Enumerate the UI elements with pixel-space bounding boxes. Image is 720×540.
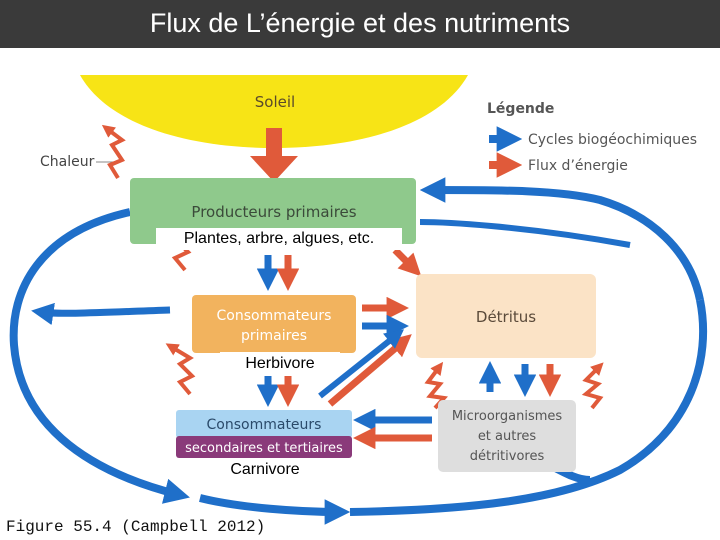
legend-title: Légende (487, 101, 554, 117)
primary-to-secondary-arrows (256, 372, 300, 407)
primary-consumers-box (192, 295, 356, 353)
primary-to-detritus-arrows (362, 296, 409, 338)
microorganisms-label-1: Microorganismes (452, 409, 563, 424)
detritus-label: Détritus (476, 308, 536, 326)
micro-to-secondary-arrows (353, 408, 432, 450)
detritus-box (416, 274, 596, 358)
legend-cycles-label: Cycles biogéochimiques (528, 132, 697, 148)
sun-label: Soleil (255, 93, 295, 111)
microorganisms-label-2: et autres (478, 429, 537, 444)
producers-label: Producteurs primaires (191, 203, 356, 221)
producers-box (130, 178, 416, 244)
title-bar (0, 0, 720, 48)
heat-label: Chaleur (40, 154, 95, 170)
secondary-consumers-label-1: Consommateurs (207, 417, 322, 433)
secondary-consumers-label-2: secondaires et tertiaires (185, 441, 343, 456)
sun-shape (80, 75, 468, 148)
producers-example-label: Plantes, arbre, algues, etc. (156, 228, 402, 250)
secondary-consumers-top (176, 410, 352, 438)
microorganisms-label-3: détritivores (470, 449, 545, 464)
slide-title: Flux de L’énergie et des nutriments (149, 8, 571, 38)
secondary-to-detritus-red (327, 334, 412, 407)
secondary-consumers-bottom (176, 436, 352, 458)
secondary-to-detritus-blue (318, 329, 405, 399)
detritus-micro-arrows (478, 361, 562, 397)
energy-arrowhead-sun (250, 156, 298, 182)
energy-nutrient-diagram: Soleil Chaleur Producteurs primaires Con… (9, 75, 708, 525)
nutrient-cycle-loop (9, 177, 708, 525)
figure-caption: Figure 55.4 (Campbell 2012) (6, 518, 266, 536)
microorganisms-box (438, 400, 576, 472)
producers-to-consumers-arrows (256, 247, 422, 291)
legend-energy-label: Flux d’énergie (528, 158, 628, 174)
carnivore-label: Carnivore (210, 458, 320, 482)
herbivore-label: Herbivore (220, 352, 340, 376)
primary-consumers-label-1: Consommateurs (217, 308, 332, 324)
primary-consumers-label-2: primaires (241, 328, 307, 344)
